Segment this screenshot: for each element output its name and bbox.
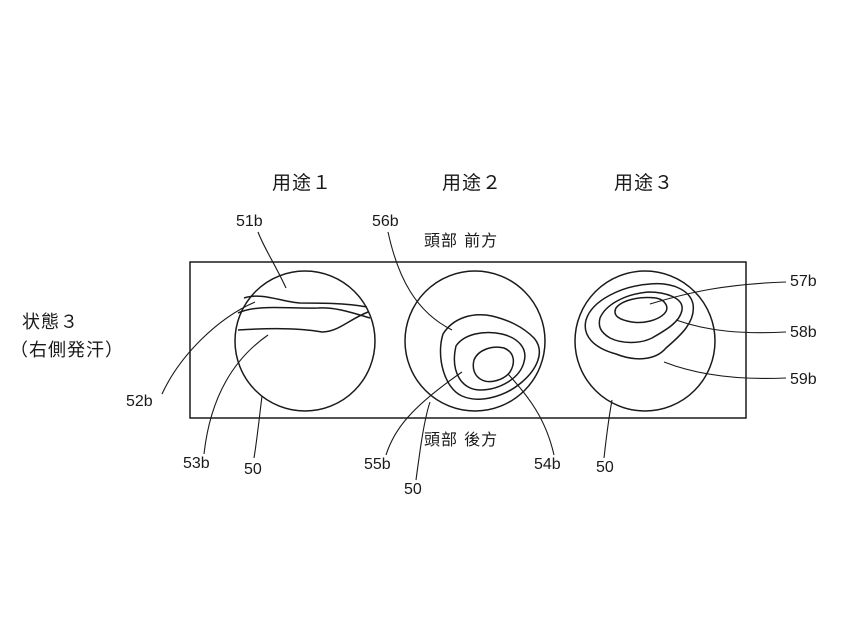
circle-use1 [234, 270, 376, 412]
circle-use2 [404, 270, 546, 412]
leader-58b [675, 319, 787, 334]
ref-53b: 53b [183, 455, 210, 472]
heading-use3: 用途３ [614, 172, 675, 194]
outer-frame [189, 261, 747, 419]
leader-54b [507, 373, 555, 456]
leader-50-a [253, 395, 263, 459]
ref-50-use1: 50 [244, 461, 262, 478]
heading-use2: 用途２ [442, 172, 503, 194]
ref-57b: 57b [790, 273, 817, 290]
region-59b-outer [584, 282, 695, 360]
leader-56b [387, 231, 453, 331]
ref-54b: 54b [534, 456, 561, 473]
region-58b-middle [598, 291, 683, 344]
leader-52b [161, 301, 256, 395]
ref-51b: 51b [236, 213, 263, 230]
leader-50-b [415, 401, 431, 481]
region-54b-inner [472, 346, 515, 383]
ref-50-use2: 50 [404, 481, 422, 498]
region-52b-band-lower [237, 306, 371, 319]
heading-use1: 用途１ [272, 172, 333, 194]
region-51b-upper-band [243, 295, 368, 308]
leader-51b [257, 231, 287, 289]
region-56b-outer [439, 314, 540, 400]
region-53b-lower [237, 311, 369, 333]
region-55b-middle [453, 331, 526, 391]
state-label: 状態３ [22, 312, 79, 333]
ref-50-use3: 50 [596, 459, 614, 476]
ref-59b: 59b [790, 371, 817, 388]
position-front-label: 頭部 前方 [424, 231, 499, 250]
leader-50-c [603, 399, 613, 459]
position-back-label: 頭部 後方 [424, 430, 499, 449]
state-sublabel: （右側発汗） [10, 340, 124, 361]
leader-53b [203, 334, 269, 455]
ref-56b: 56b [372, 213, 399, 230]
ref-55b: 55b [364, 456, 391, 473]
ref-52b: 52b [126, 393, 153, 410]
leader-59b [663, 361, 787, 380]
leader-55b [385, 371, 463, 456]
circle-use3 [574, 270, 716, 412]
leader-57b [649, 281, 787, 305]
ref-58b: 58b [790, 324, 817, 341]
region-57b-inner [614, 296, 668, 324]
